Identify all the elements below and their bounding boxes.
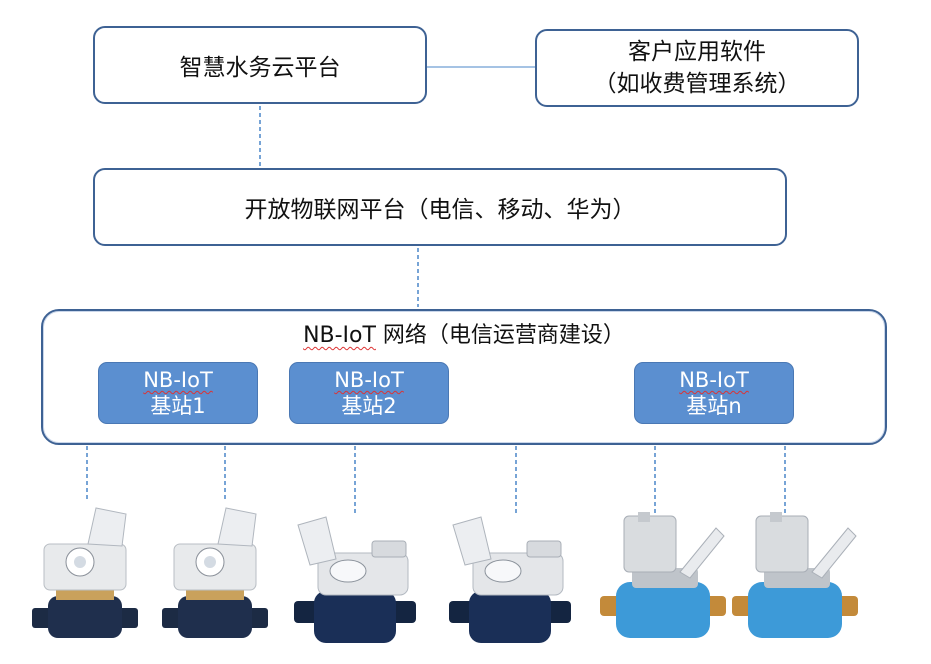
water-meter-icon: [732, 512, 858, 638]
nb-iot-network-protocol: NB-IoT: [303, 323, 376, 348]
base-station-name: 基站n: [686, 394, 742, 418]
client-software-title: 客户应用软件: [628, 39, 766, 65]
nb-iot-network-desc: 网络（电信运营商建设）: [375, 323, 625, 348]
water-meter-icon: [600, 512, 726, 638]
base-station-protocol: NB-IoT: [679, 368, 749, 392]
base-station-protocol: NB-IoT: [143, 368, 213, 392]
base-station-name: 基站2: [341, 394, 397, 418]
base-station-n: NB-IoT 基站n: [634, 362, 794, 424]
nb-iot-network-title: NB-IoT 网络（电信运营商建设）: [43, 317, 885, 349]
base-station-name: 基站1: [150, 394, 206, 418]
base-station-2: NB-IoT 基站2: [289, 362, 449, 424]
water-meter-icon: [294, 516, 416, 643]
water-meter-icon: [32, 507, 138, 638]
water-meter-icon: [162, 507, 268, 638]
cloud-platform-box: 智慧水务云平台: [93, 26, 427, 104]
water-meter-icon: [449, 516, 571, 643]
base-station-1: NB-IoT 基站1: [98, 362, 258, 424]
cloud-platform-label: 智慧水务云平台: [179, 55, 341, 81]
base-station-protocol: NB-IoT: [334, 368, 404, 392]
client-software-box: 客户应用软件 （如收费管理系统）: [535, 29, 859, 107]
iot-platform-box: 开放物联网平台（电信、移动、华为）: [93, 168, 787, 246]
iot-platform-label: 开放物联网平台（电信、移动、华为）: [244, 197, 636, 223]
client-software-example: （如收费管理系统）: [593, 71, 801, 97]
